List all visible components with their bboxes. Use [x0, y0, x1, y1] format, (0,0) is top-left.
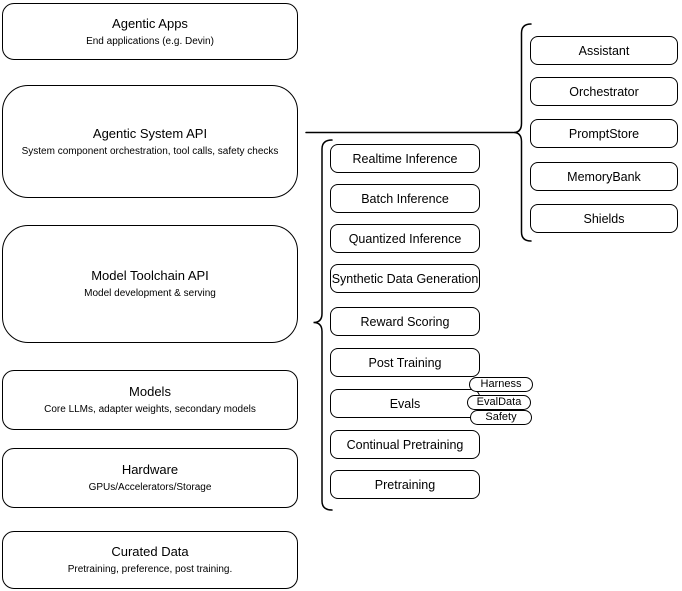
box-label: Post Training — [368, 355, 442, 370]
box-title: Curated Data — [111, 544, 189, 559]
box-label: Synthetic Data Generation — [331, 271, 479, 286]
box-title: Model Toolchain API — [91, 268, 209, 283]
box-hardware: Hardware GPUs/Accelerators/Storage — [2, 448, 298, 508]
box-realtime-inference: Realtime Inference — [330, 144, 480, 173]
box-memorybank: MemoryBank — [530, 162, 678, 191]
box-reward-scoring: Reward Scoring — [330, 307, 480, 336]
box-label: Quantized Inference — [348, 231, 462, 246]
box-label: Assistant — [578, 43, 630, 58]
box-shields: Shields — [530, 204, 678, 233]
box-label: Evals — [389, 396, 421, 411]
box-evals: Evals — [330, 389, 480, 418]
box-subtitle: Pretraining, preference, post training. — [67, 564, 233, 575]
box-subtitle: GPUs/Accelerators/Storage — [88, 482, 212, 493]
box-agentic-apps: Agentic Apps End applications (e.g. Devi… — [2, 3, 298, 60]
box-model-toolchain-api: Model Toolchain API Model development & … — [2, 225, 298, 343]
pill-label: Harness — [480, 378, 522, 390]
pill-harness: Harness — [469, 377, 533, 392]
box-label: Batch Inference — [361, 191, 449, 206]
middle-column-curly-brace — [313, 139, 333, 511]
box-assistant: Assistant — [530, 36, 678, 65]
box-subtitle: Model development & serving — [84, 288, 216, 299]
box-label: PromptStore — [568, 126, 640, 141]
box-pretraining: Pretraining — [330, 470, 480, 499]
pill-safety: Safety — [470, 410, 532, 425]
box-curated-data: Curated Data Pretraining, preference, po… — [2, 531, 298, 589]
box-title: Hardware — [121, 462, 179, 477]
box-label: Continual Pretraining — [346, 437, 464, 452]
box-label: Reward Scoring — [360, 314, 450, 329]
box-models: Models Core LLMs, adapter weights, secon… — [2, 370, 298, 430]
pill-label: Safety — [485, 411, 517, 423]
box-subtitle: System component orchestration, tool cal… — [21, 145, 279, 157]
box-orchestrator: Orchestrator — [530, 77, 678, 106]
right-column-curly-brace — [513, 23, 532, 242]
pill-label: EvalData — [476, 396, 522, 408]
box-subtitle: End applications (e.g. Devin) — [86, 35, 214, 47]
box-quantized-inference: Quantized Inference — [330, 224, 480, 253]
box-batch-inference: Batch Inference — [330, 184, 480, 213]
box-post-training: Post Training — [330, 348, 480, 377]
box-label: Shields — [583, 211, 625, 226]
box-continual-pretraining: Continual Pretraining — [330, 430, 480, 459]
box-synthetic-data-generation: Synthetic Data Generation — [330, 264, 480, 293]
box-subtitle: Core LLMs, adapter weights, secondary mo… — [44, 404, 256, 415]
pill-evaldata: EvalData — [467, 395, 531, 410]
box-label: Orchestrator — [569, 84, 639, 99]
box-title: Agentic Apps — [112, 15, 188, 31]
box-agentic-system-api: Agentic System API System component orch… — [2, 85, 298, 198]
box-title: Models — [129, 384, 171, 399]
box-label: Realtime Inference — [352, 151, 458, 166]
box-label: MemoryBank — [567, 169, 641, 184]
box-title: Agentic System API — [92, 125, 208, 141]
box-label: Pretraining — [374, 477, 436, 492]
box-promptstore: PromptStore — [530, 119, 678, 148]
